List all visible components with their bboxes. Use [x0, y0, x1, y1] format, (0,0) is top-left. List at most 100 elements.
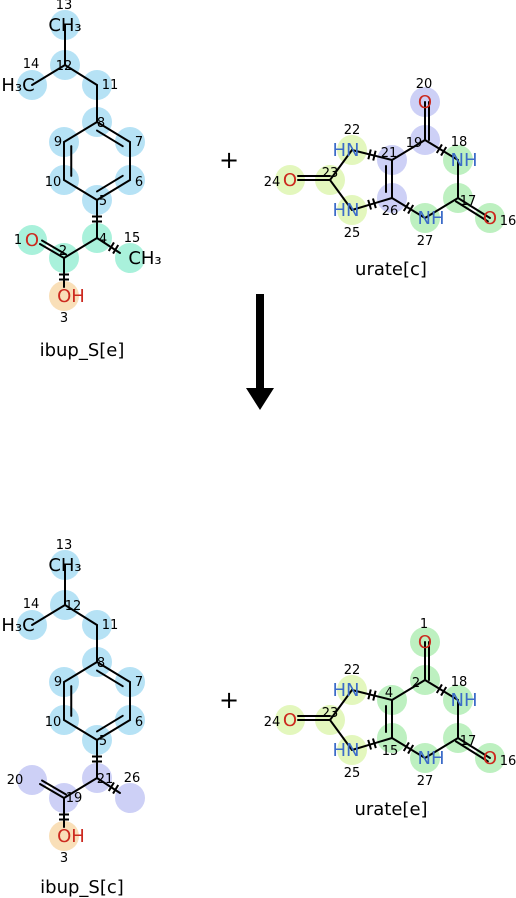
urate_top-n18-label: NH [451, 150, 478, 171]
ibup_top-c4-index: 4 [99, 232, 107, 247]
urate_top-bond-22-23 [329, 149, 353, 181]
urate_bottom-n27-label: NH [418, 748, 445, 769]
urate_top-o24-index: 24 [264, 175, 281, 190]
urate_bottom-o24-highlight [275, 705, 305, 735]
urate_bottom-o16-label: O [483, 748, 497, 769]
ibup_bottom-bond-4-15-hash-0 [107, 781, 115, 792]
urate_top-bond-19-18 [424, 139, 459, 161]
urate_bottom-n22-label: HN [333, 680, 360, 701]
ibup_top-bond-2-1 [39, 243, 65, 259]
urate_top-bond-19-18-hash-1 [440, 146, 448, 157]
ibup_top-c15-label: CH₃ [128, 248, 161, 269]
ibup_top-ring-inner-2 [96, 174, 124, 193]
urate_top-label: urate[c] [355, 259, 427, 280]
urate_bottom-n18-label: NH [451, 690, 478, 711]
urate_top-o20-label: O [418, 92, 432, 113]
urate_bottom-bond-17-27 [424, 737, 459, 759]
ibup_top-bond-4-15 [96, 237, 121, 254]
ibup_bottom-bond-2-1-second [41, 779, 68, 796]
ibup_top-ring-6-5 [96, 179, 131, 201]
urate_top-c26-index: 26 [382, 204, 399, 219]
urate_top-o24-label: O [283, 170, 297, 191]
ibup_top-o1-index: 1 [14, 233, 22, 248]
urate_top-n22-label: HN [333, 140, 360, 161]
ibup_top-bond-2-1-second [41, 239, 68, 256]
urate_bottom-label: urate[e] [354, 799, 427, 820]
urate_bottom-o24-index: 24 [264, 715, 281, 730]
urate_top-o20-index: 20 [416, 77, 433, 92]
urate_bottom-bond-27-26-hash-1 [402, 741, 410, 752]
urate_top-bond-23-25 [329, 179, 353, 211]
ibup_top-c14-index: 14 [23, 57, 40, 72]
urate_bottom-c23-index: 23 [322, 706, 339, 721]
urate_top-bond-21-22 [351, 149, 393, 161]
ibup_bottom-c15-highlight [115, 783, 145, 813]
urate_top-n25-label: HN [333, 200, 360, 221]
ibup_bottom-c5-index: 5 [99, 734, 107, 749]
urate_top-bond-27-26 [391, 197, 426, 219]
urate_top-bond-27-26-hash-1 [402, 201, 410, 212]
urate_top-o24-highlight [275, 165, 305, 195]
ibup_bottom-bond-4-15-hash-1 [112, 784, 120, 795]
reaction-arrow-shaft [256, 294, 264, 390]
ibup_bottom-bond-4-2 [63, 777, 98, 799]
urate_bottom-o1-label: O [418, 632, 432, 653]
urate_top-bond-21-22-hash-1 [367, 149, 372, 160]
urate_bottom-n18-index: 18 [451, 675, 468, 690]
ibup_bottom-o1-highlight [17, 765, 47, 795]
ibup_top-c8-index: 8 [97, 116, 105, 131]
ibup_bottom-o3-highlight [49, 821, 79, 851]
urate_bottom-bond-25-26-hash-1 [371, 738, 377, 749]
ibup_bottom-bond-2-1 [39, 783, 65, 799]
urate_bottom-bond-17-16-second [454, 740, 489, 763]
ibup_bottom-o3-label: OH [57, 826, 85, 847]
ibup_top-o1-highlight [17, 225, 47, 255]
ibup_bottom-bond-14-12 [31, 604, 66, 626]
urate_bottom-bond-25-26 [351, 737, 393, 751]
ibup_top-c13-label: CH₃ [48, 15, 81, 36]
urate_bottom-n22-index: 22 [344, 663, 361, 678]
ibup_bottom-c13-label: CH₃ [48, 555, 81, 576]
urate_bottom-n25-label: HN [333, 740, 360, 761]
urate_top-n25-index: 25 [344, 226, 361, 241]
ibup_bottom-o20-index: 20 [7, 773, 24, 788]
urate_bottom-bond-19-18 [424, 679, 459, 701]
ibup_top-c9-index: 9 [54, 135, 62, 150]
ibup_top-c11-index: 11 [102, 78, 119, 93]
reaction-arrow [246, 294, 274, 410]
urate_top-bond-19-18-hash-0 [435, 143, 443, 154]
ibup_top-label: ibup_S[e] [40, 340, 125, 361]
hl-layer [17, 10, 505, 851]
urate_top-c19-index: 19 [406, 136, 423, 151]
ibup_bottom-ring-6-5 [96, 719, 131, 741]
ibup_bottom-ring-inner-2 [96, 714, 124, 733]
urate_bottom-c15-index: 15 [382, 744, 399, 759]
urate_top-c21-index: 21 [381, 146, 398, 161]
ibup_top-c13-index: 13 [56, 0, 73, 13]
urate_bottom-bond-19-18-hash-0 [435, 683, 443, 694]
urate_bottom-c17-index: 17 [460, 734, 477, 749]
ibup_bottom-c11-index: 11 [102, 618, 119, 633]
ibup_bottom-c12-index: 12 [65, 599, 82, 614]
urate_top-n18-index: 18 [451, 135, 468, 150]
urate_top-bond-21-19 [391, 139, 426, 161]
ibup_bottom-c7-index: 7 [135, 675, 143, 690]
urate_bottom-bond-21-22-hash-0 [372, 690, 377, 701]
ibup_top-c10-index: 10 [45, 175, 62, 190]
urate_top-bond-25-26-hash-0 [367, 199, 373, 210]
ibup_top-o3-label: OH [57, 286, 85, 307]
ibup_bottom-label: ibup_S[c] [40, 877, 124, 898]
urate_bottom-c2-index: 2 [412, 676, 420, 691]
ibup_bottom-ring-9-8 [63, 661, 98, 683]
urate_bottom-n27-index: 27 [417, 774, 434, 789]
urate_top-n27-index: 27 [417, 234, 434, 249]
urate_top-bond-25-26 [351, 197, 393, 211]
urate_top-o16-label: O [483, 208, 497, 229]
ibup_bottom-c26-index: 26 [124, 771, 141, 786]
ibup_bottom-o3-index: 3 [60, 851, 68, 866]
urate_top-c23-index: 23 [322, 166, 339, 181]
urate_top-bond-17-16 [457, 197, 491, 219]
urate_top-o16-index: 16 [500, 214, 516, 229]
ibup_top-ring-5-10 [63, 179, 98, 201]
ibup_top-ring-inner-1 [96, 129, 124, 148]
